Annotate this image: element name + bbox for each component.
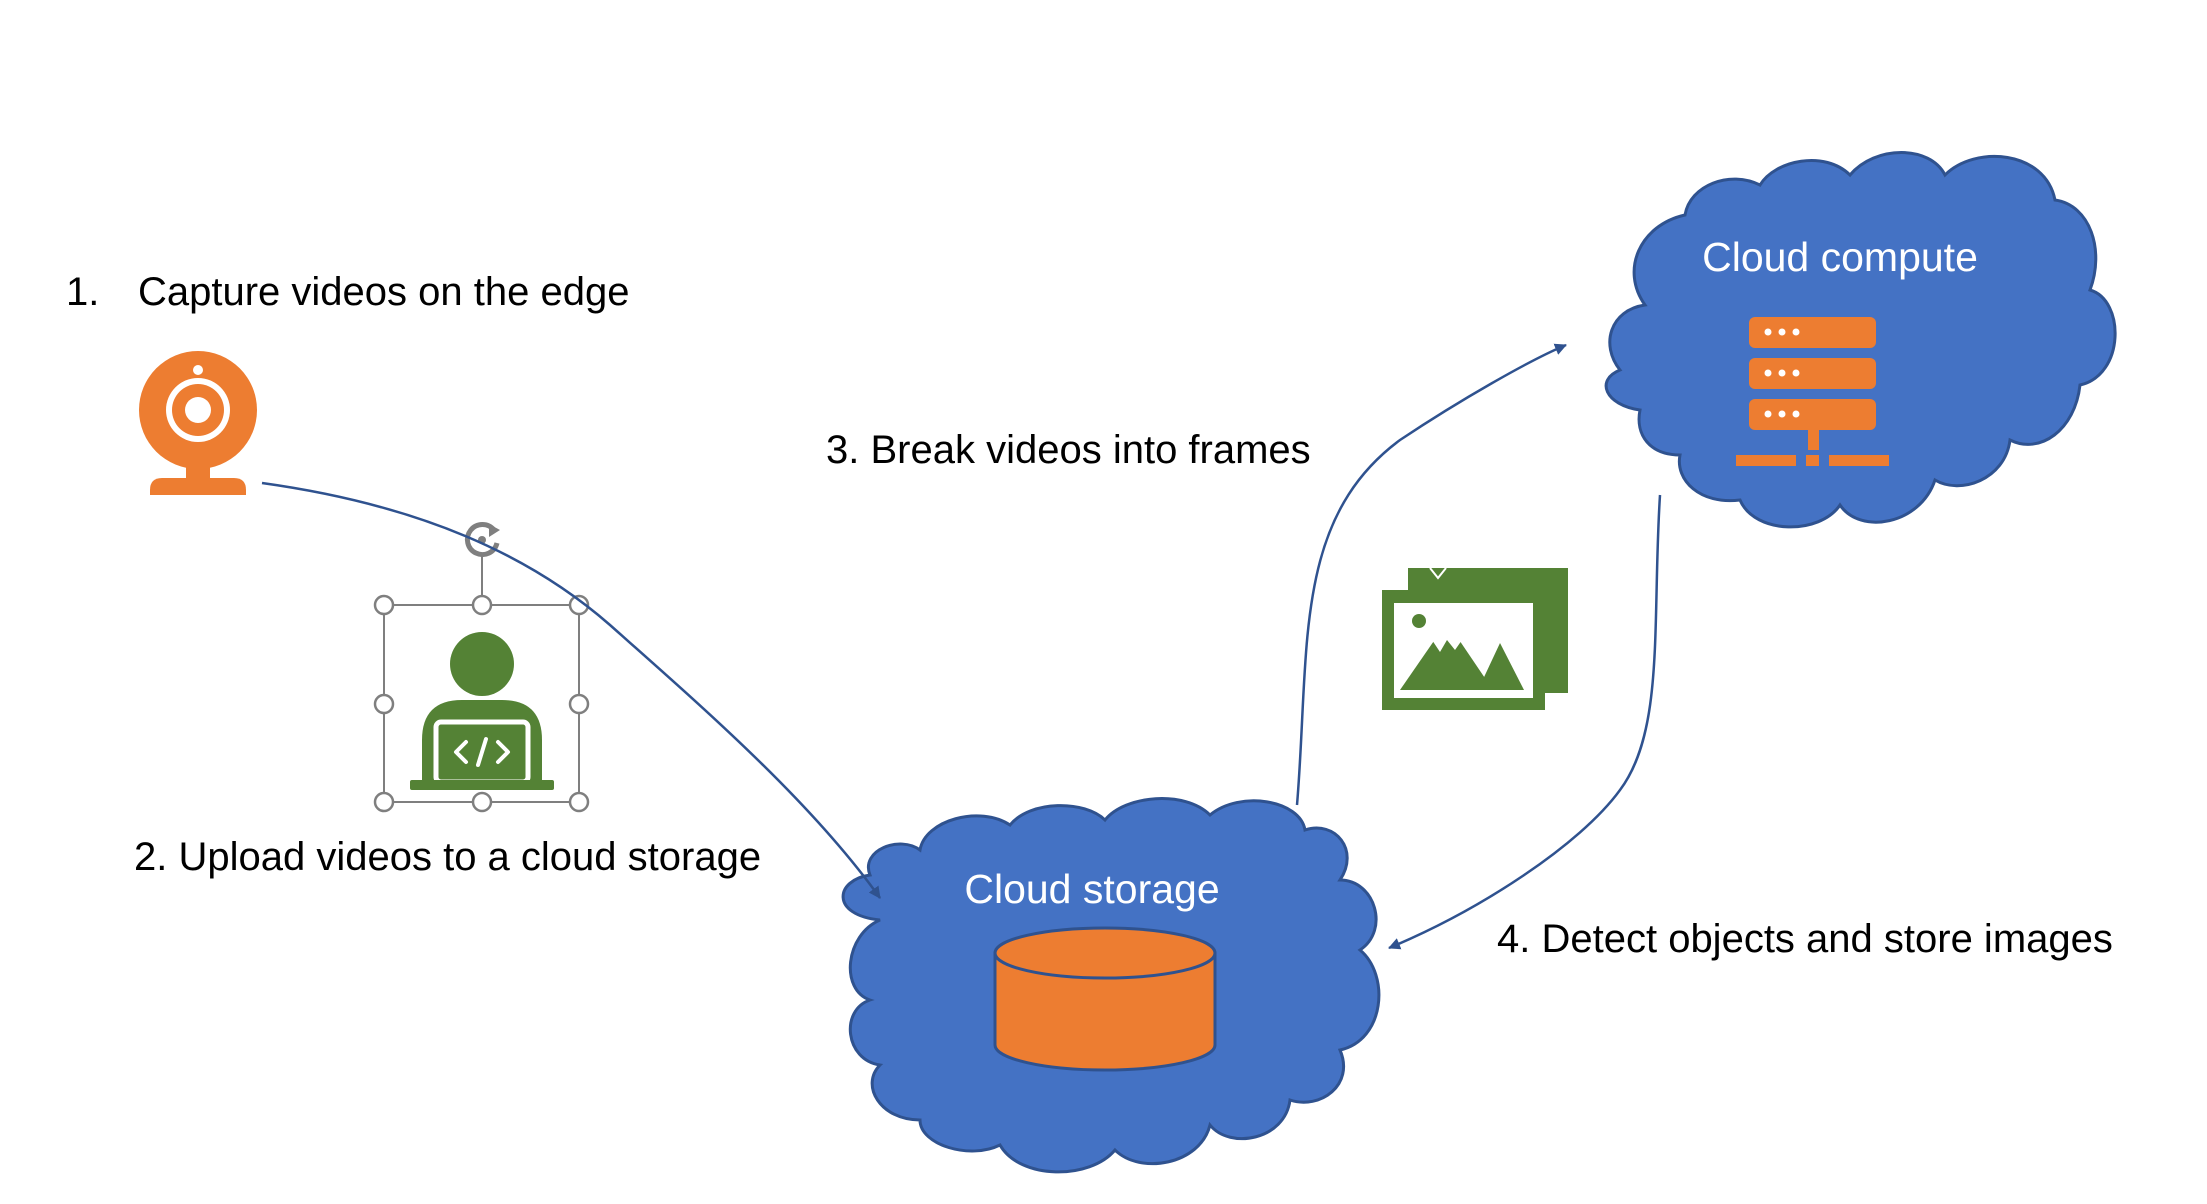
cloud-storage: Cloud storage [841, 797, 1381, 1174]
resize-handle-top[interactable] [471, 594, 493, 616]
step2-label: 2. Upload videos to a cloud storage [134, 835, 761, 879]
resize-handle-top-right[interactable] [568, 594, 590, 616]
step3-label: 3. Break videos into frames [826, 428, 1311, 472]
resize-handle-left[interactable] [373, 693, 395, 715]
cloud-compute-label: Cloud compute [1702, 234, 1978, 280]
arrow-storage-to-compute [1295, 343, 1567, 806]
developer-laptop-icon [410, 632, 554, 790]
step1-label: Capture videos on the edge [138, 270, 629, 314]
resize-handle-bottom[interactable] [471, 791, 493, 813]
resize-handle-top-left[interactable] [373, 594, 395, 616]
arrow-compute-to-storage [1388, 494, 1662, 950]
selection-frame[interactable] [373, 522, 590, 813]
server-icon [1736, 317, 1889, 466]
image-gallery-icon [1382, 567, 1568, 710]
database-icon [993, 926, 1217, 1072]
resize-handle-bottom-left[interactable] [373, 791, 395, 813]
cloud-compute: Cloud compute [1604, 151, 2117, 529]
arrow-upload-to-storage [261, 481, 882, 899]
step4-label: 4. Detect objects and store images [1497, 917, 2113, 961]
cloud-storage-label: Cloud storage [964, 866, 1219, 912]
webcam-icon [139, 351, 257, 495]
step1-number: 1. [66, 270, 99, 314]
resize-handle-right[interactable] [568, 693, 590, 715]
resize-handle-bottom-right[interactable] [568, 791, 590, 813]
